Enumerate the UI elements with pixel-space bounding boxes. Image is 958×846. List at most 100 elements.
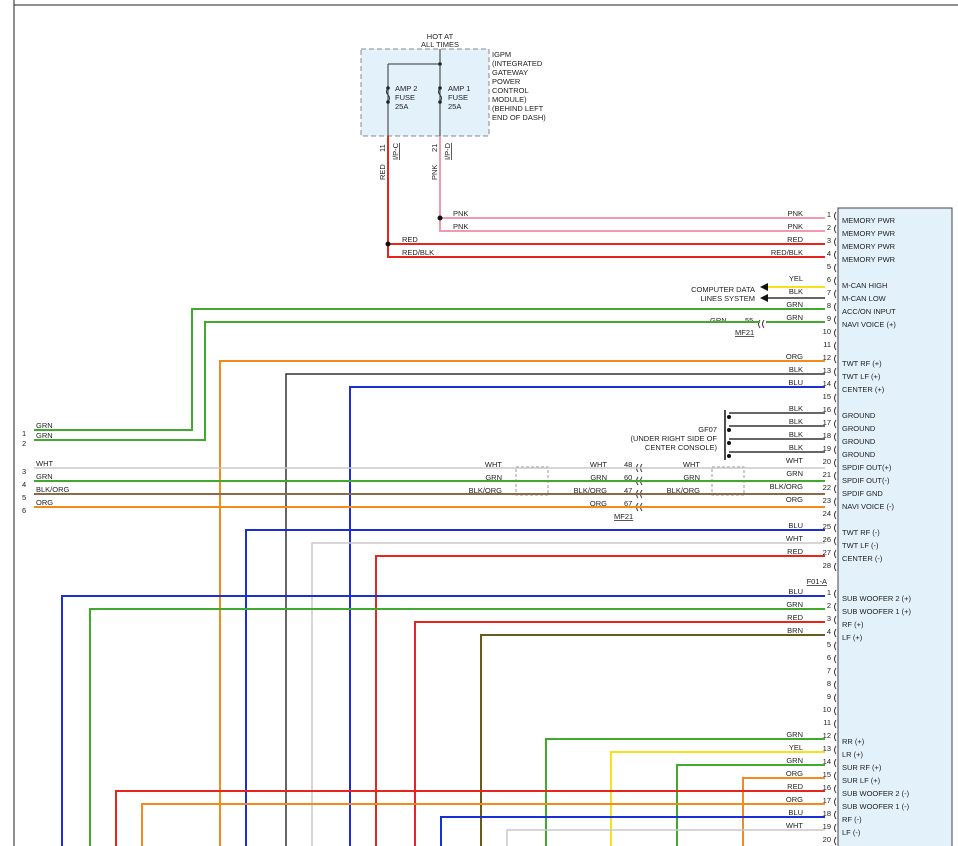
conn-a-pin-27: 27 (823, 548, 831, 557)
conn-a-pin-14: 14 (823, 379, 831, 388)
conn-a-pin-3: 3 (827, 236, 831, 245)
conn-a-wire-4: RED/BLK (771, 248, 803, 257)
conn-a-wire-2: PNK (788, 222, 803, 231)
conn-b-pin-7: 7 (827, 666, 831, 675)
conn-b-pin-19: 19 (823, 822, 831, 831)
wire-lr-pos (610, 751, 825, 846)
module-line-1: IGPM (492, 50, 511, 59)
wire-red-feed (387, 136, 825, 258)
conn-a-wire-7: BLK (789, 287, 803, 296)
left-wire-6: ORG (36, 498, 53, 507)
conn-b-wire-19: WHT (786, 821, 803, 830)
conn-a-wire-22: BLK/ORG (770, 482, 804, 491)
wire-rf-pos (414, 621, 825, 846)
power-feed-wires: PNK PNK RED RED/BLK (385, 136, 825, 258)
wire-sub2-neg (115, 790, 825, 846)
ground-dot-16 (727, 415, 731, 419)
conn-b-pin-5: 5 (827, 640, 831, 649)
mf21-navi-connector: GRN 55 MF21 (710, 316, 765, 337)
computer-data-label-1: COMPUTER DATA (691, 285, 755, 294)
conn-a-pin-bracket-icon (834, 341, 837, 351)
conn-b-wire-12: GRN (786, 730, 803, 739)
wire-center-pos (349, 386, 825, 846)
computer-data-label-2: LINES SYSTEM (700, 294, 755, 303)
memory-label-4: RED/BLK (402, 248, 434, 257)
fuse-left-label-2: FUSE (395, 93, 415, 102)
conn-b-wire-16: RED (787, 782, 803, 791)
fuse-left-label-1: AMP 2 (395, 84, 417, 93)
conn-a-pin-bracket-icon (834, 458, 837, 468)
mf21-navi-pin: 55 (745, 316, 753, 325)
ground-line-2: CENTER CONSOLE) (645, 443, 718, 452)
computer-data-lines: COMPUTER DATA LINES SYSTEM (691, 283, 825, 303)
conn-b-pin-bracket-icon (834, 745, 837, 755)
spdif-wire-left-1: WHT (485, 460, 502, 469)
wire-twt-rf-pos (219, 360, 825, 846)
fuse-left-label-3: 25A (395, 102, 408, 111)
conn-a-pin-10: 10 (823, 327, 831, 336)
conn-b-wire-18: BLU (788, 808, 803, 817)
conn-b-pin-bracket-icon (834, 719, 837, 729)
conn-a-pin-bracket-icon (834, 484, 837, 494)
conn-b-pin-2: 2 (827, 601, 831, 610)
junction-pnk (437, 215, 443, 221)
conn-a-wire-1: PNK (788, 209, 803, 218)
module-line-2: (INTEGRATED (492, 59, 543, 68)
conn-a-wire-19: BLK (789, 443, 803, 452)
wire-sub2-pos (61, 595, 825, 846)
arrow-mcan-high-icon (760, 283, 768, 291)
conn-b-wire-3: RED (787, 613, 803, 622)
conn-b-pin-1: 1 (827, 588, 831, 597)
conn-a-func-13: TWT LF (+) (842, 372, 881, 381)
conn-a-pin-bracket-icon (834, 549, 837, 559)
conn-a-pin-7: 7 (827, 288, 831, 297)
conn-a-pin-23: 23 (823, 496, 831, 505)
spdif-wire-mid-4: ORG (590, 499, 607, 508)
left-wire-4: GRN (36, 472, 53, 481)
conn-a-pin-bracket-icon (834, 380, 837, 390)
conn-b-pin-bracket-icon (834, 654, 837, 664)
conn-a-pin-1: 1 (827, 210, 831, 219)
conn-a-func-27: CENTER (-) (842, 554, 883, 563)
conn-b-pin-bracket-icon (834, 602, 837, 612)
conn-b-pin-4: 4 (827, 627, 831, 636)
conn-b-func-16: SUB WOOFER 2 (-) (842, 789, 910, 798)
conn-b-func-15: SUR LF (+) (842, 776, 881, 785)
conn-a-pin-bracket-icon (834, 445, 837, 455)
radio-panel (837, 207, 953, 846)
conn-b-wire-14: GRN (786, 756, 803, 765)
conn-a-wire-18: BLK (789, 430, 803, 439)
conn-a-pin-6: 6 (827, 275, 831, 284)
conn-a-pin-bracket-icon (834, 562, 837, 572)
conn-a-pin-bracket-icon (834, 263, 837, 273)
conn-b-func-1: SUB WOOFER 2 (+) (842, 594, 911, 603)
conn-a-pin-bracket-icon (834, 354, 837, 364)
conn-a-func-22: SPDIF GND (842, 489, 883, 498)
left-pin-3: 3 (22, 467, 26, 476)
conn-a-func-16: GROUND (842, 411, 876, 420)
spdif-wire-right-1: WHT (683, 460, 700, 469)
wire-pnk-feed (439, 136, 825, 232)
left-pin-5: 5 (22, 493, 26, 502)
conn-a-func-23: NAVI VOICE (-) (842, 502, 894, 511)
conn-b-wire-17: ORG (786, 795, 803, 804)
conn-a-func-20: SPDIF OUT(+) (842, 463, 892, 472)
conn-b-pin-bracket-icon (834, 693, 837, 703)
conn-b-pin-17: 17 (823, 796, 831, 805)
fuse-left-symbol (386, 87, 390, 103)
conn-a-func-1: MEMORY PWR (842, 216, 896, 225)
connector-b-name: F01-A (807, 577, 827, 586)
conn-b-pin-6: 6 (827, 653, 831, 662)
fuse-right-label-1: AMP 1 (448, 84, 470, 93)
conn-b-wire-1: BLU (788, 587, 803, 596)
conn-a-wire-9: GRN (786, 313, 803, 322)
conn-b-pin-14: 14 (823, 757, 831, 766)
memory-label-2: PNK (453, 222, 468, 231)
conn-a-func-21: SPDIF OUT(-) (842, 476, 890, 485)
module-line-4: POWER (492, 77, 521, 86)
arrow-mcan-low-icon (760, 294, 768, 302)
conn-b-pin-bracket-icon (834, 628, 837, 638)
conn-a-pin-25: 25 (823, 522, 831, 531)
conn-b-wire-2: GRN (786, 600, 803, 609)
